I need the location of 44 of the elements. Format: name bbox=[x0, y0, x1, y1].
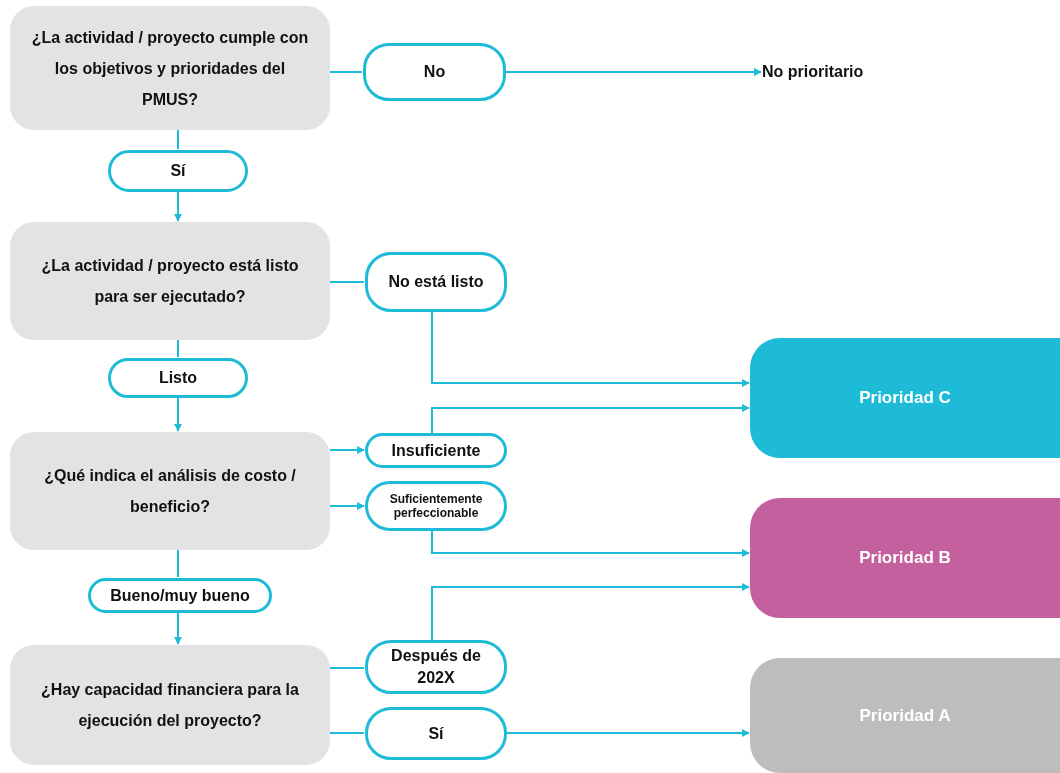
answer-pill bbox=[365, 252, 507, 312]
connector-arrow bbox=[506, 729, 750, 737]
connector-arrow bbox=[431, 583, 750, 641]
node-text: ¿La actividad / proyecto cumple con los objetivos y prioridades del PMUS? bbox=[30, 27, 310, 110]
node-text: Listo bbox=[158, 368, 198, 388]
connector-arrow bbox=[329, 446, 365, 454]
node-text: Sí bbox=[428, 723, 444, 744]
connector-arrow bbox=[431, 404, 750, 434]
answer-pill bbox=[365, 433, 507, 468]
connector-arrow bbox=[174, 612, 182, 645]
outcome-text: No prioritario bbox=[762, 63, 864, 81]
priority-box bbox=[750, 658, 1060, 773]
node-text: Insuficiente bbox=[391, 440, 481, 461]
answer-pill bbox=[108, 358, 248, 398]
node-text: Suficientemente perfeccionable bbox=[388, 492, 484, 520]
answer-pill bbox=[365, 707, 507, 760]
node-text: Prioridad B bbox=[859, 548, 951, 568]
node-text: ¿Hay capacidad financiera para la ejecución del proyecto? bbox=[40, 680, 300, 731]
connector-arrow bbox=[431, 530, 750, 557]
node-text: Prioridad A bbox=[859, 705, 951, 726]
priority-box bbox=[750, 498, 1060, 618]
connector-arrow bbox=[174, 397, 182, 432]
answer-pill bbox=[108, 150, 248, 192]
node-text: Bueno/muy bueno bbox=[110, 585, 250, 606]
decision-box bbox=[10, 6, 330, 130]
node-text: No bbox=[423, 62, 446, 82]
connector-arrow bbox=[174, 191, 182, 222]
connector-arrow bbox=[329, 502, 365, 510]
node-text: Prioridad C bbox=[859, 388, 951, 408]
priority-box bbox=[750, 338, 1060, 458]
answer-pill bbox=[365, 481, 507, 531]
node-text: ¿La actividad / proyecto está listo para ser ejecutado? bbox=[40, 256, 300, 307]
node-text: Después de 202X bbox=[390, 646, 482, 688]
node-text: Sí bbox=[170, 161, 186, 181]
decision-box bbox=[10, 645, 330, 765]
decision-box bbox=[10, 432, 330, 550]
answer-pill bbox=[365, 640, 507, 694]
decision-box bbox=[10, 222, 330, 340]
connector-arrow bbox=[431, 311, 750, 387]
answer-pill bbox=[363, 43, 506, 101]
node-text: No está listo bbox=[388, 272, 484, 292]
node-text: ¿Qué indica el análisis de costo / beneficio? bbox=[43, 466, 297, 517]
connector-arrow bbox=[505, 68, 762, 76]
answer-pill bbox=[88, 578, 272, 613]
